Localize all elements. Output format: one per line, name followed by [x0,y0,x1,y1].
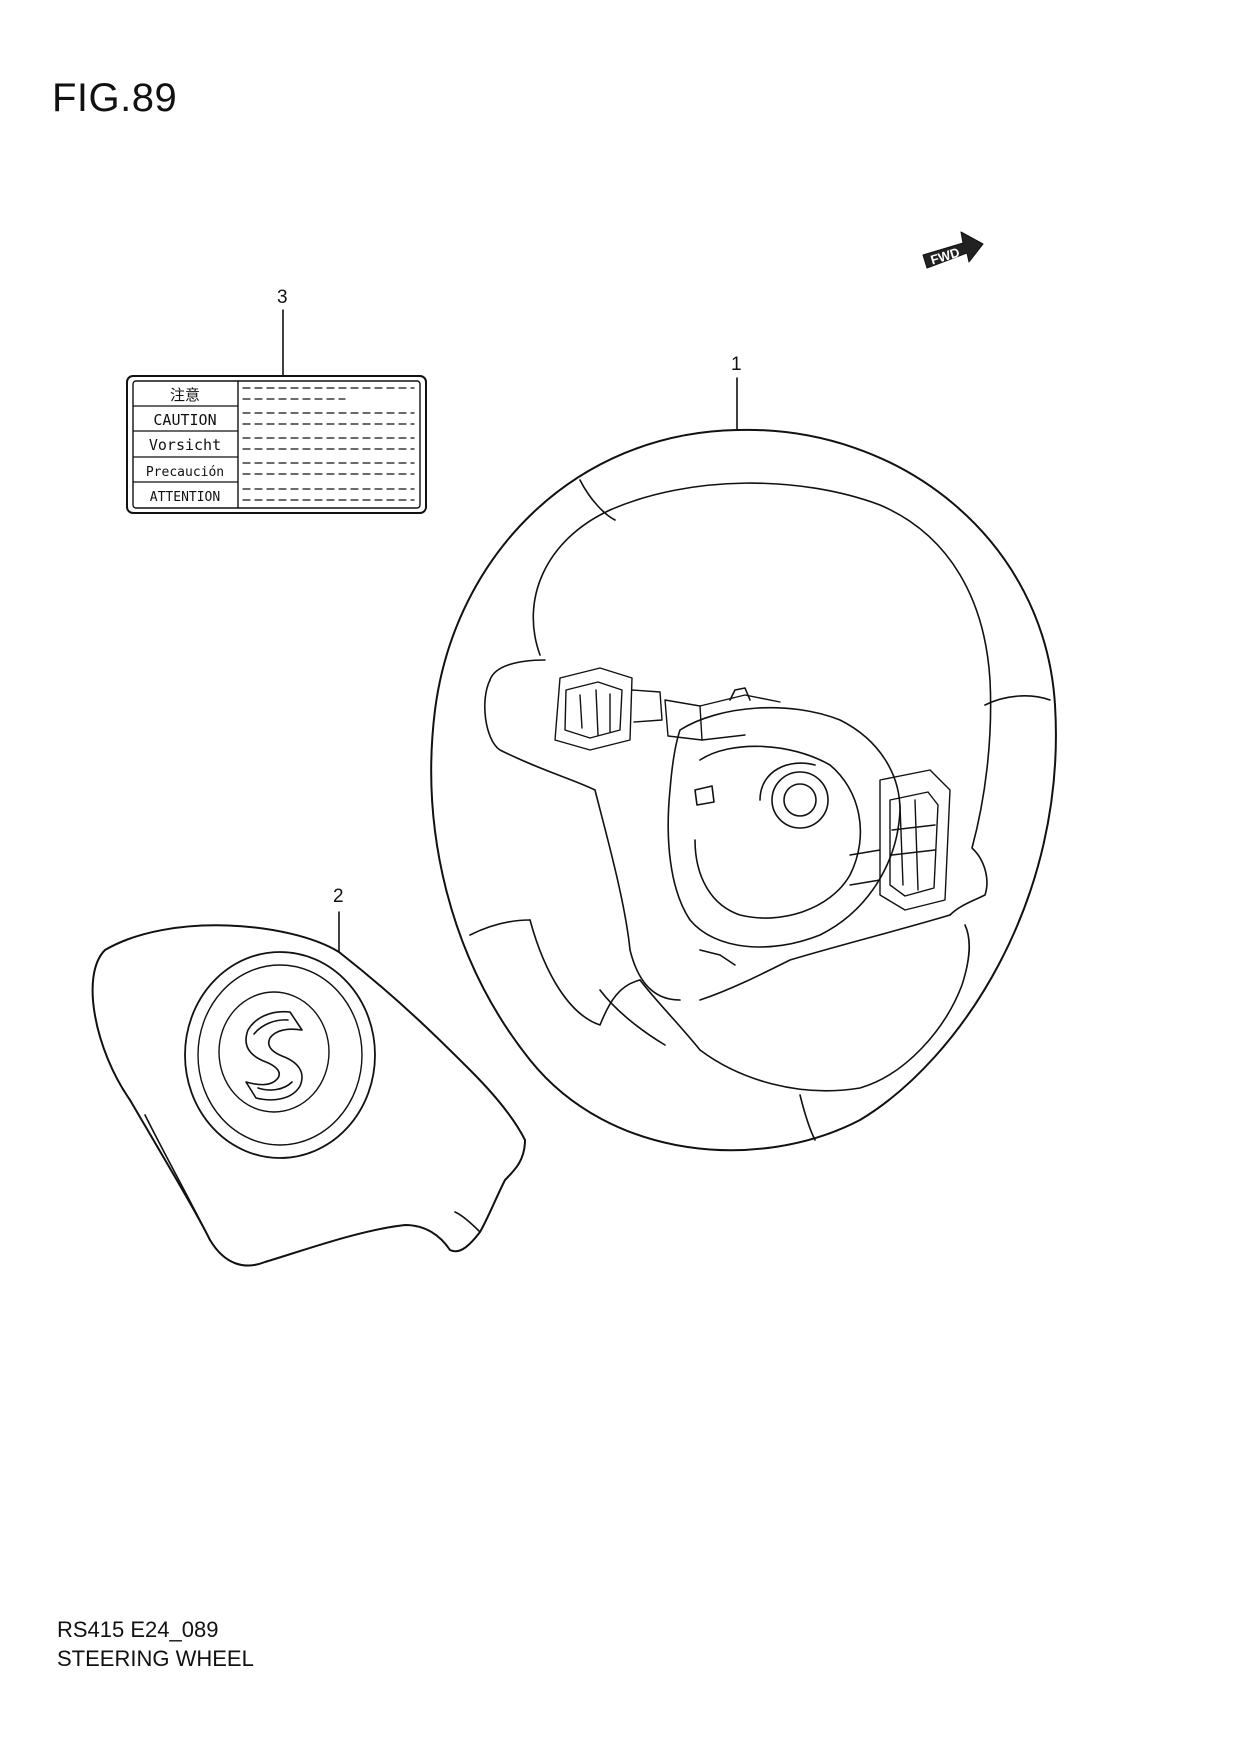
callout-number: 1 [731,354,742,375]
callout-number: 2 [333,886,344,907]
caution-label-row: CAUTION [153,411,216,429]
steering-wheel [430,428,1057,1152]
forward-arrow-icon: FWD [922,231,984,269]
callout-2: 2 [333,886,344,953]
caution-label: 注意 CAUTION Vorsicht Precaución ATTENTION [126,375,427,514]
footer-figure-code: RS415 E24_089 [57,1617,219,1642]
figure-title: FIG.89 [52,76,178,120]
fwd-text: FWD [929,245,962,268]
footer-figure-name: STEERING WHEEL [57,1646,254,1671]
suzuki-logo-icon [245,1010,303,1101]
callout-1: 1 [731,354,742,431]
caution-label-row: Vorsicht [149,436,221,454]
airbag-cover [91,924,526,1267]
callout-3: 3 [277,287,288,377]
caution-label-row: Precaución [146,465,224,480]
callout-number: 3 [277,287,288,308]
caution-label-row: 注意 [170,386,200,404]
caution-label-row: ATTENTION [150,490,220,505]
